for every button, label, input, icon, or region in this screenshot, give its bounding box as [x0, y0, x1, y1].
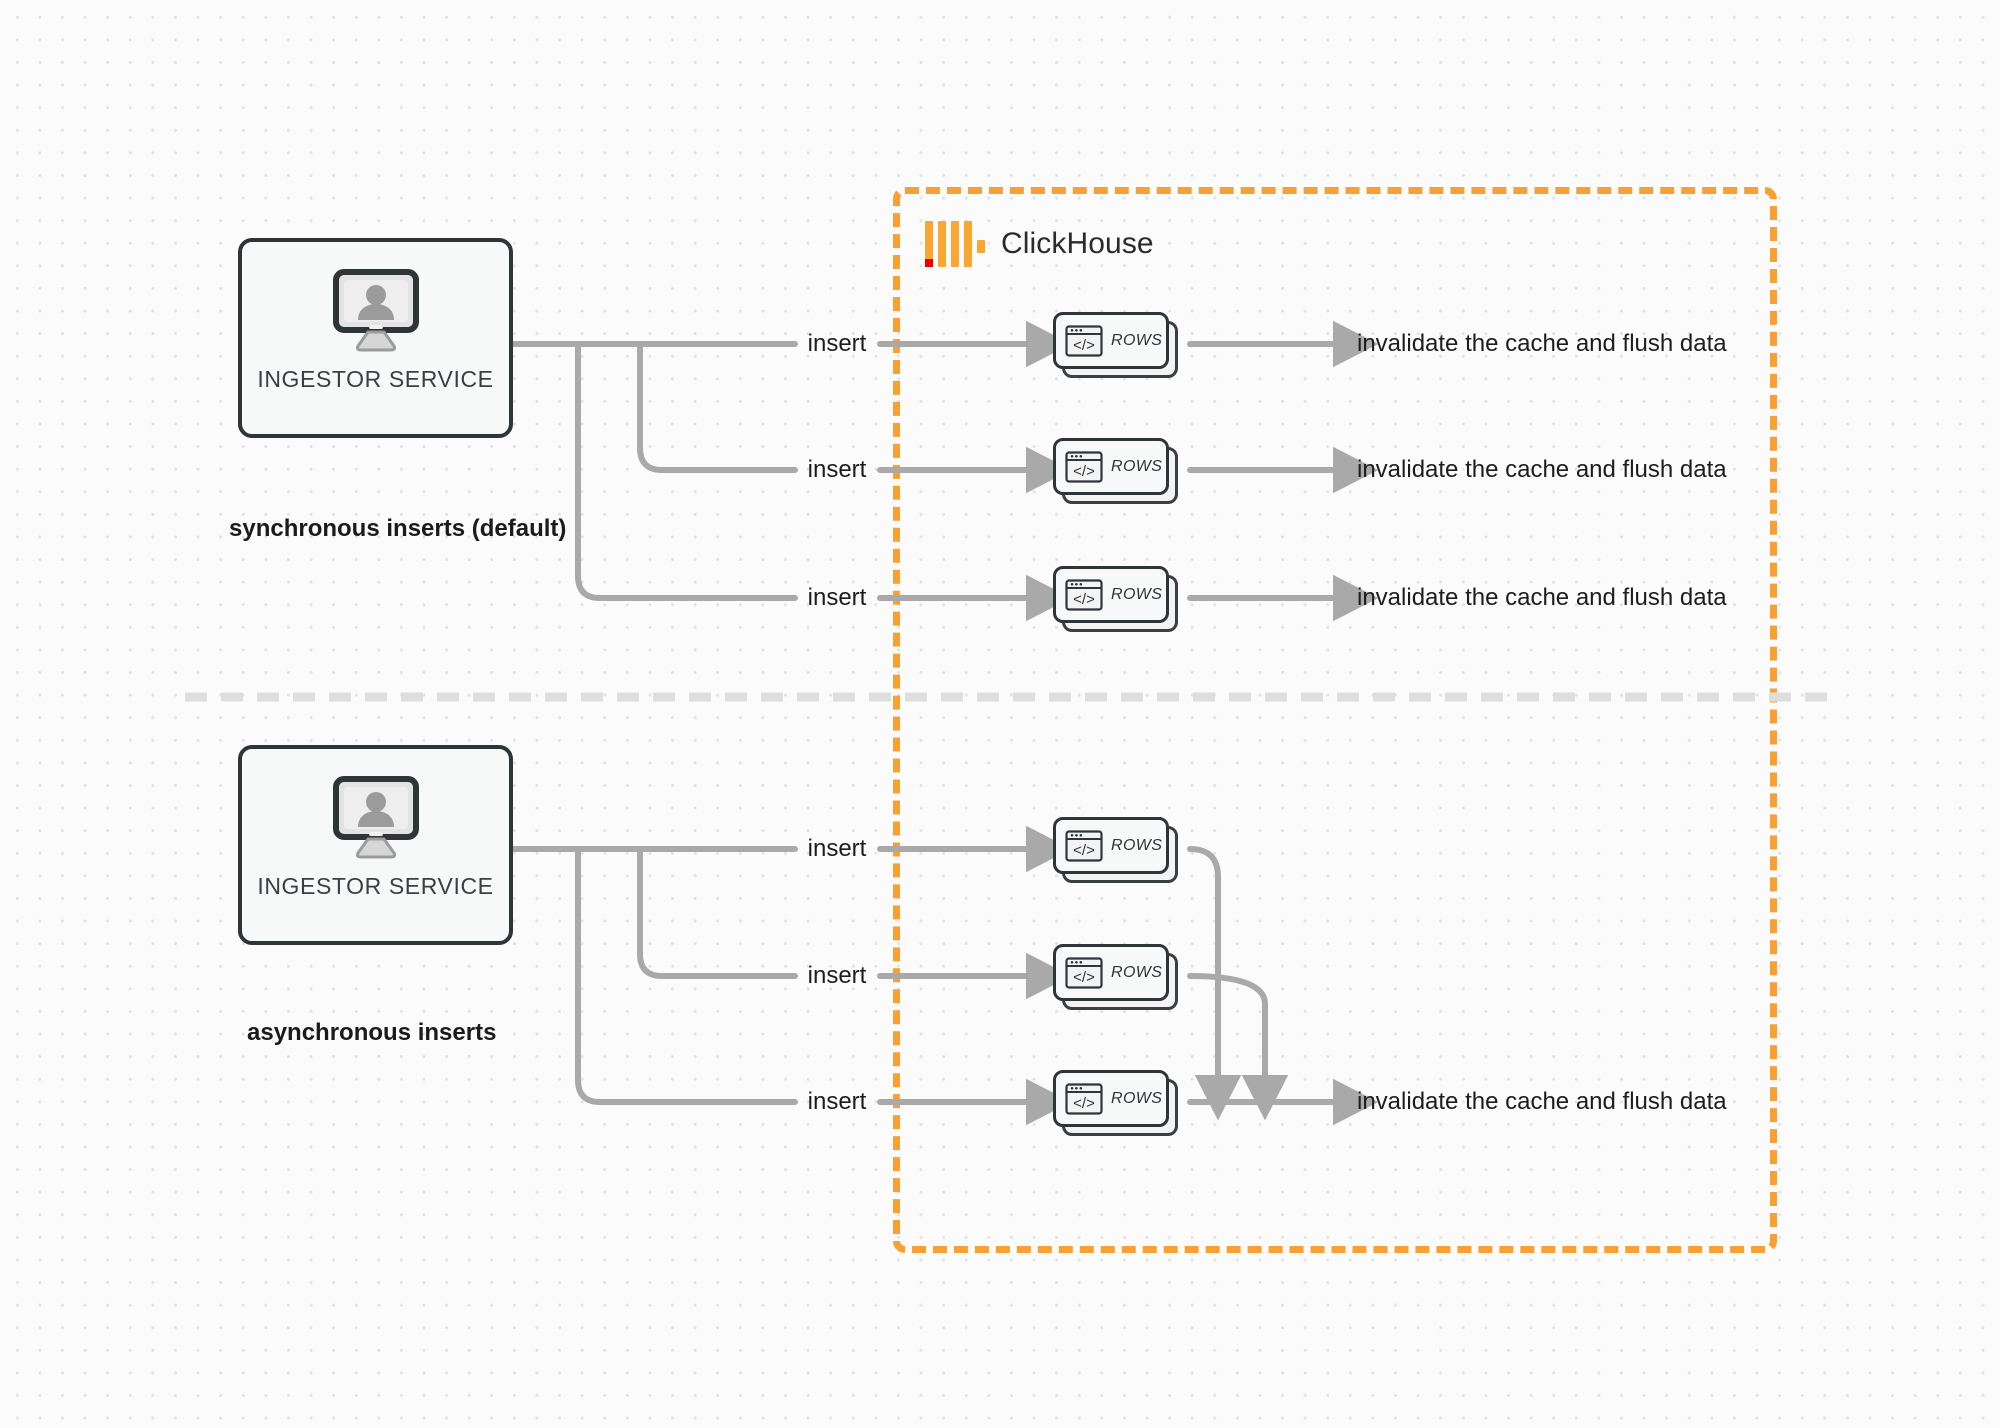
rows-label: ROWS — [1111, 1089, 1163, 1107]
code-window-icon: </> — [1065, 324, 1103, 357]
rows-node-1[interactable]: </> ROWS — [1053, 312, 1178, 378]
insert-label-2: insert — [807, 456, 867, 483]
edge-async-branch-2 — [637, 846, 798, 979]
insert-label-5: insert — [807, 962, 867, 989]
rows-card-front: </> ROWS — [1053, 566, 1169, 623]
caption-asynchronous: asynchronous inserts — [247, 1019, 497, 1046]
rows-node-5[interactable]: </> ROWS — [1053, 944, 1178, 1010]
rows-card-front: </> ROWS — [1053, 817, 1169, 874]
svg-text:</>: </> — [1073, 591, 1095, 608]
rows-label: ROWS — [1111, 457, 1163, 475]
rows-node-3[interactable]: </> ROWS — [1053, 566, 1178, 632]
svg-text:</>: </> — [1073, 337, 1095, 354]
edge-sync-branch-2 — [637, 341, 798, 473]
rows-card-front: </> ROWS — [1053, 438, 1169, 495]
rows-label: ROWS — [1111, 585, 1163, 603]
code-window-icon: </> — [1065, 1082, 1103, 1115]
flush-label-1: invalidate the cache and flush data — [1357, 330, 1727, 357]
monitor-user-icon — [332, 269, 419, 352]
rows-node-6[interactable]: </> ROWS — [1053, 1070, 1178, 1136]
ingestor-service-label: INGESTOR SERVICE — [257, 873, 494, 899]
flush-label-async: invalidate the cache and flush data — [1357, 1088, 1727, 1115]
svg-text:</>: </> — [1073, 1095, 1095, 1112]
monitor-user-icon — [332, 776, 419, 859]
rows-card-front: </> ROWS — [1053, 1070, 1169, 1127]
svg-text:</>: </> — [1073, 842, 1095, 859]
rows-label: ROWS — [1111, 331, 1163, 349]
code-window-icon: </> — [1065, 450, 1103, 483]
code-window-icon: </> — [1065, 578, 1103, 611]
rows-node-2[interactable]: </> ROWS — [1053, 438, 1178, 504]
insert-label-1: insert — [807, 330, 867, 357]
flush-label-3: invalidate the cache and flush data — [1357, 584, 1727, 611]
rows-node-4[interactable]: </> ROWS — [1053, 817, 1178, 883]
edge-buffer-merge-top — [1187, 846, 1242, 1121]
caption-synchronous: synchronous inserts (default) — [229, 515, 567, 542]
edge-sync-branch-3 — [575, 341, 798, 601]
svg-text:</>: </> — [1073, 463, 1095, 480]
edge-buffer-merge-middle — [1187, 973, 1289, 1121]
insert-label-6: insert — [807, 1088, 867, 1115]
code-window-icon: </> — [1065, 956, 1103, 989]
ingestor-service-async[interactable]: INGESTOR SERVICE — [238, 745, 513, 945]
clickhouse-boundary — [893, 187, 1777, 1253]
ingestor-service-label: INGESTOR SERVICE — [257, 366, 494, 392]
rows-label: ROWS — [1111, 836, 1163, 854]
edge-async-branch-3 — [575, 846, 798, 1105]
clickhouse-brand: ClickHouse — [925, 218, 1154, 270]
rows-card-front: </> ROWS — [1053, 944, 1169, 1001]
rows-label: ROWS — [1111, 963, 1163, 981]
code-window-icon: </> — [1065, 829, 1103, 862]
ingestor-service-sync[interactable]: INGESTOR SERVICE — [238, 238, 513, 438]
clickhouse-label: ClickHouse — [1001, 227, 1154, 260]
clickhouse-logo-icon — [925, 221, 985, 267]
insert-label-3: insert — [807, 584, 867, 611]
rows-card-front: </> ROWS — [1053, 312, 1169, 369]
flush-label-2: invalidate the cache and flush data — [1357, 456, 1727, 483]
insert-label-4: insert — [807, 835, 867, 862]
svg-text:</>: </> — [1073, 969, 1095, 986]
